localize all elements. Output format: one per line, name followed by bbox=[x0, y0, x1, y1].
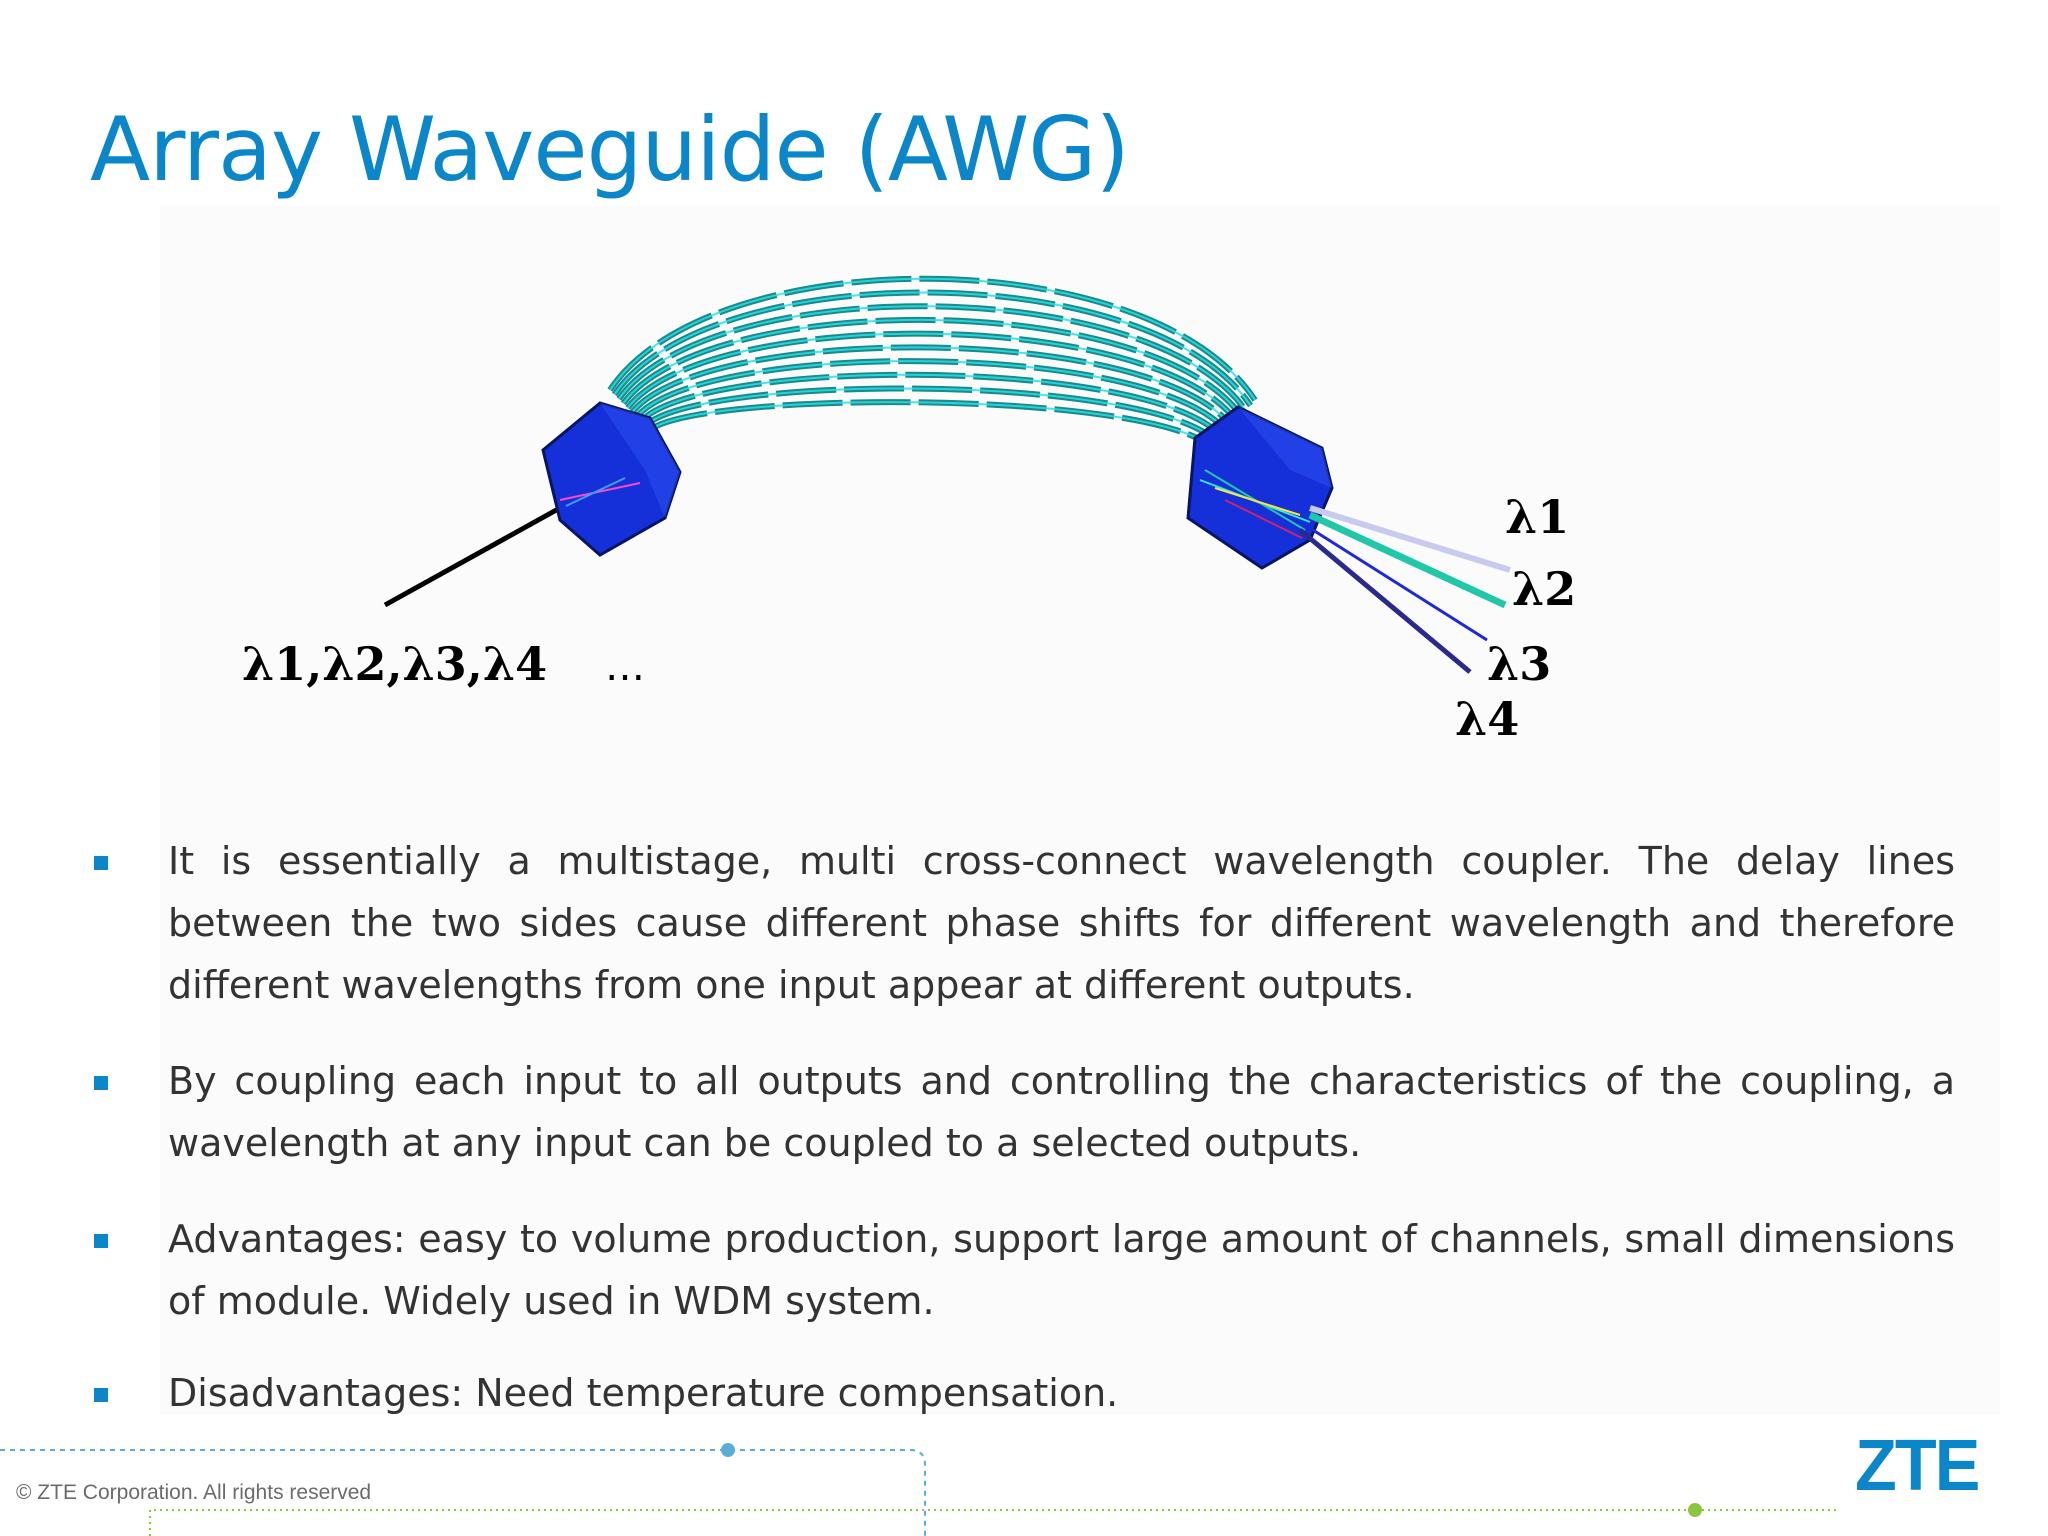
output-coupler bbox=[1186, 405, 1334, 570]
output-label-lambda3: λ3 bbox=[1487, 637, 1551, 691]
waveguide-arc-highlight bbox=[649, 401, 1216, 451]
waveguide-arc-highlight bbox=[618, 305, 1247, 412]
waveguide-arc-highlight bbox=[609, 277, 1256, 401]
footer-decoration bbox=[0, 1443, 1840, 1536]
bullet-item: Advantages: easy to volume production, s… bbox=[90, 1208, 1955, 1332]
output-fiber-lambda1 bbox=[1309, 505, 1511, 573]
waveguide-arc-highlight bbox=[640, 373, 1225, 440]
waveguide-arc-highlight bbox=[622, 319, 1243, 418]
footer-copyright: © ZTE Corporation. All rights reserved bbox=[16, 1481, 372, 1504]
output-label-lambda4: λ4 bbox=[1455, 692, 1519, 746]
diagram-panel bbox=[160, 205, 2000, 1415]
input-fiber bbox=[383, 505, 562, 608]
input-wavelengths-label: λ1,λ2,λ3,λ4 bbox=[242, 637, 547, 691]
output-fiber-lambda2 bbox=[1308, 511, 1507, 609]
bullet-item: By coupling each input to all outputs an… bbox=[90, 1050, 1955, 1174]
bullet-text: It is essentially a multistage, multi cr… bbox=[168, 839, 1955, 1007]
footer-green-dot bbox=[1688, 1503, 1702, 1517]
footer-dashed-line bbox=[0, 1449, 926, 1536]
waveguide-arc-highlight bbox=[613, 291, 1252, 407]
output-fibers bbox=[1298, 505, 1511, 674]
zte-logo: ZTE bbox=[1855, 1426, 1980, 1506]
output-fiber-lambda3 bbox=[1304, 523, 1488, 642]
bullet-square-icon bbox=[94, 856, 108, 870]
waveguide-arc-highlight bbox=[635, 360, 1230, 434]
bullet-square-icon bbox=[94, 1076, 108, 1090]
bullet-item: It is essentially a multistage, multi cr… bbox=[90, 830, 1955, 1016]
bullet-text: Advantages: easy to volume production, s… bbox=[168, 1217, 1955, 1323]
bullet-square-icon bbox=[94, 1388, 108, 1402]
waveguide-arc-highlight bbox=[631, 346, 1234, 429]
bullet-item: Disadvantages: Need temperature compensa… bbox=[90, 1362, 1955, 1424]
awg-diagram: λ1,λ2,λ3,λ4 … λ1 λ2 λ3 λ4 bbox=[242, 275, 1576, 746]
waveguide-arc-highlight bbox=[626, 332, 1239, 423]
waveguide-array bbox=[607, 275, 1258, 453]
bullet-text: By coupling each input to all outputs an… bbox=[168, 1059, 1955, 1165]
bullet-square-icon bbox=[94, 1234, 108, 1248]
bullet-list: It is essentially a multistage, multi cr… bbox=[90, 830, 1955, 1458]
bullet-text: Disadvantages: Need temperature compensa… bbox=[168, 1371, 1119, 1415]
slide-title: Array Waveguide (AWG) bbox=[90, 98, 1130, 201]
output-fiber-lambda4 bbox=[1298, 528, 1472, 674]
ellipsis: … bbox=[605, 644, 645, 690]
input-coupler bbox=[541, 401, 682, 557]
output-label-lambda1: λ1 bbox=[1505, 490, 1569, 544]
footer-dotted-line bbox=[149, 1509, 1840, 1536]
footer-blue-dot bbox=[721, 1443, 735, 1457]
waveguide-arc-highlight bbox=[644, 387, 1221, 446]
output-label-lambda2: λ2 bbox=[1512, 562, 1576, 616]
